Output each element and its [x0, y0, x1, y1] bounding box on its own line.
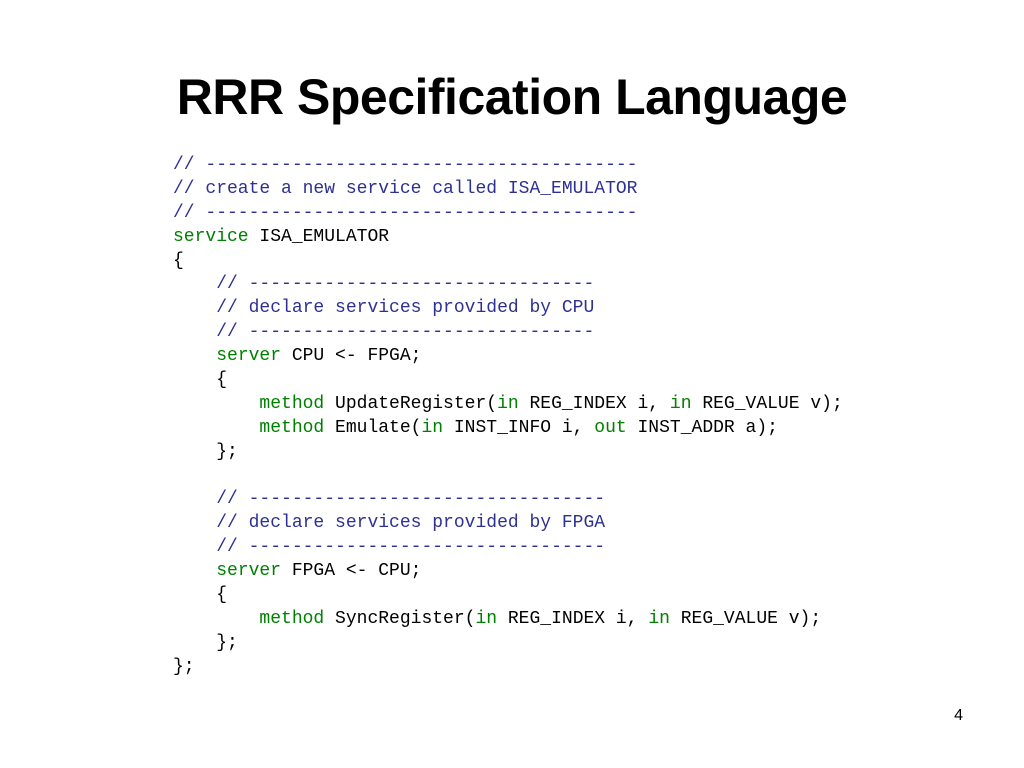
code-text: ISA_EMULATOR: [248, 226, 390, 247]
code-text: [173, 274, 216, 294]
code-keyword: method: [259, 608, 325, 629]
code-text: {: [173, 250, 184, 271]
slide-title: RRR Specification Language: [176, 69, 848, 125]
code-line: method Emulate(in INST_INFO i, out INST_…: [173, 417, 843, 441]
code-line: // -------------------------------------…: [173, 202, 843, 226]
code-keyword: service: [173, 226, 249, 247]
code-text: REG_VALUE v);: [669, 608, 822, 629]
code-line: // create a new service called ISA_EMULA…: [173, 178, 843, 202]
code-comment: // -------------------------------------…: [173, 155, 638, 175]
code-text: Emulate(: [324, 417, 422, 438]
code-line: // declare services provided by FPGA: [173, 512, 843, 536]
code-keyword: in: [475, 608, 498, 629]
code-text: [173, 609, 259, 629]
code-line: method UpdateRegister(in REG_INDEX i, in…: [173, 393, 843, 417]
code-comment: // --------------------------------: [216, 274, 595, 295]
code-line: };: [173, 632, 843, 656]
code-line: // -------------------------------------…: [173, 154, 843, 178]
code-text: [173, 561, 216, 581]
code-comment: // declare services provided by CPU: [216, 298, 595, 319]
code-text: [173, 394, 259, 414]
code-keyword: in: [648, 608, 670, 629]
code-line: // ---------------------------------: [173, 488, 843, 512]
code-line: };: [173, 441, 843, 465]
code-text: {: [173, 370, 228, 391]
code-text: };: [173, 441, 238, 462]
code-comment: // declare services provided by FPGA: [216, 513, 606, 534]
code-line: method SyncRegister(in REG_INDEX i, in R…: [173, 608, 843, 632]
code-line: {: [173, 369, 843, 393]
page-number: 4: [954, 707, 963, 724]
code-text: [173, 489, 216, 509]
code-text: CPU <- FPGA;: [281, 346, 422, 367]
code-text: REG_INDEX i,: [518, 393, 670, 414]
code-line: // --------------------------------: [173, 321, 843, 345]
code-text: FPGA <- CPU;: [281, 561, 422, 582]
code-line: server CPU <- FPGA;: [173, 345, 843, 369]
code-comment: // -------------------------------------…: [173, 202, 638, 223]
code-text: [173, 298, 216, 318]
code-keyword: in: [421, 417, 444, 438]
code-comment: // create a new service called ISA_EMULA…: [173, 178, 638, 199]
code-text: SyncRegister(: [324, 608, 476, 629]
code-text: [173, 418, 259, 438]
code-text: REG_INDEX i,: [497, 608, 649, 629]
code-block: // -------------------------------------…: [173, 154, 843, 680]
code-line: // --------------------------------: [173, 273, 843, 297]
code-line: service ISA_EMULATOR: [173, 226, 843, 250]
code-keyword: method: [259, 417, 325, 438]
code-line: server FPGA <- CPU;: [173, 560, 843, 584]
code-text: INST_INFO i,: [443, 417, 595, 438]
code-comment: // --------------------------------: [216, 322, 595, 343]
code-text: [173, 513, 216, 533]
code-line: };: [173, 656, 843, 680]
code-text: [173, 322, 216, 342]
code-text: UpdateRegister(: [324, 393, 498, 414]
code-line: {: [173, 584, 843, 608]
code-keyword: server: [216, 561, 282, 582]
code-line: [173, 465, 843, 489]
code-keyword: out: [594, 417, 627, 438]
code-text: [173, 346, 216, 366]
code-text: REG_VALUE v);: [691, 393, 843, 414]
code-text: {: [173, 585, 228, 606]
code-text: [173, 537, 216, 557]
code-line: // declare services provided by CPU: [173, 297, 843, 321]
code-text: };: [173, 632, 238, 653]
code-keyword: in: [497, 393, 519, 414]
code-line: {: [173, 250, 843, 274]
code-keyword: in: [669, 393, 692, 414]
code-keyword: method: [259, 393, 325, 414]
code-line: // ---------------------------------: [173, 536, 843, 560]
code-text: INST_ADDR a);: [626, 417, 778, 438]
code-comment: // ---------------------------------: [216, 489, 606, 510]
code-comment: // ---------------------------------: [216, 537, 606, 558]
code-keyword: server: [216, 346, 282, 367]
code-text: };: [173, 656, 195, 677]
